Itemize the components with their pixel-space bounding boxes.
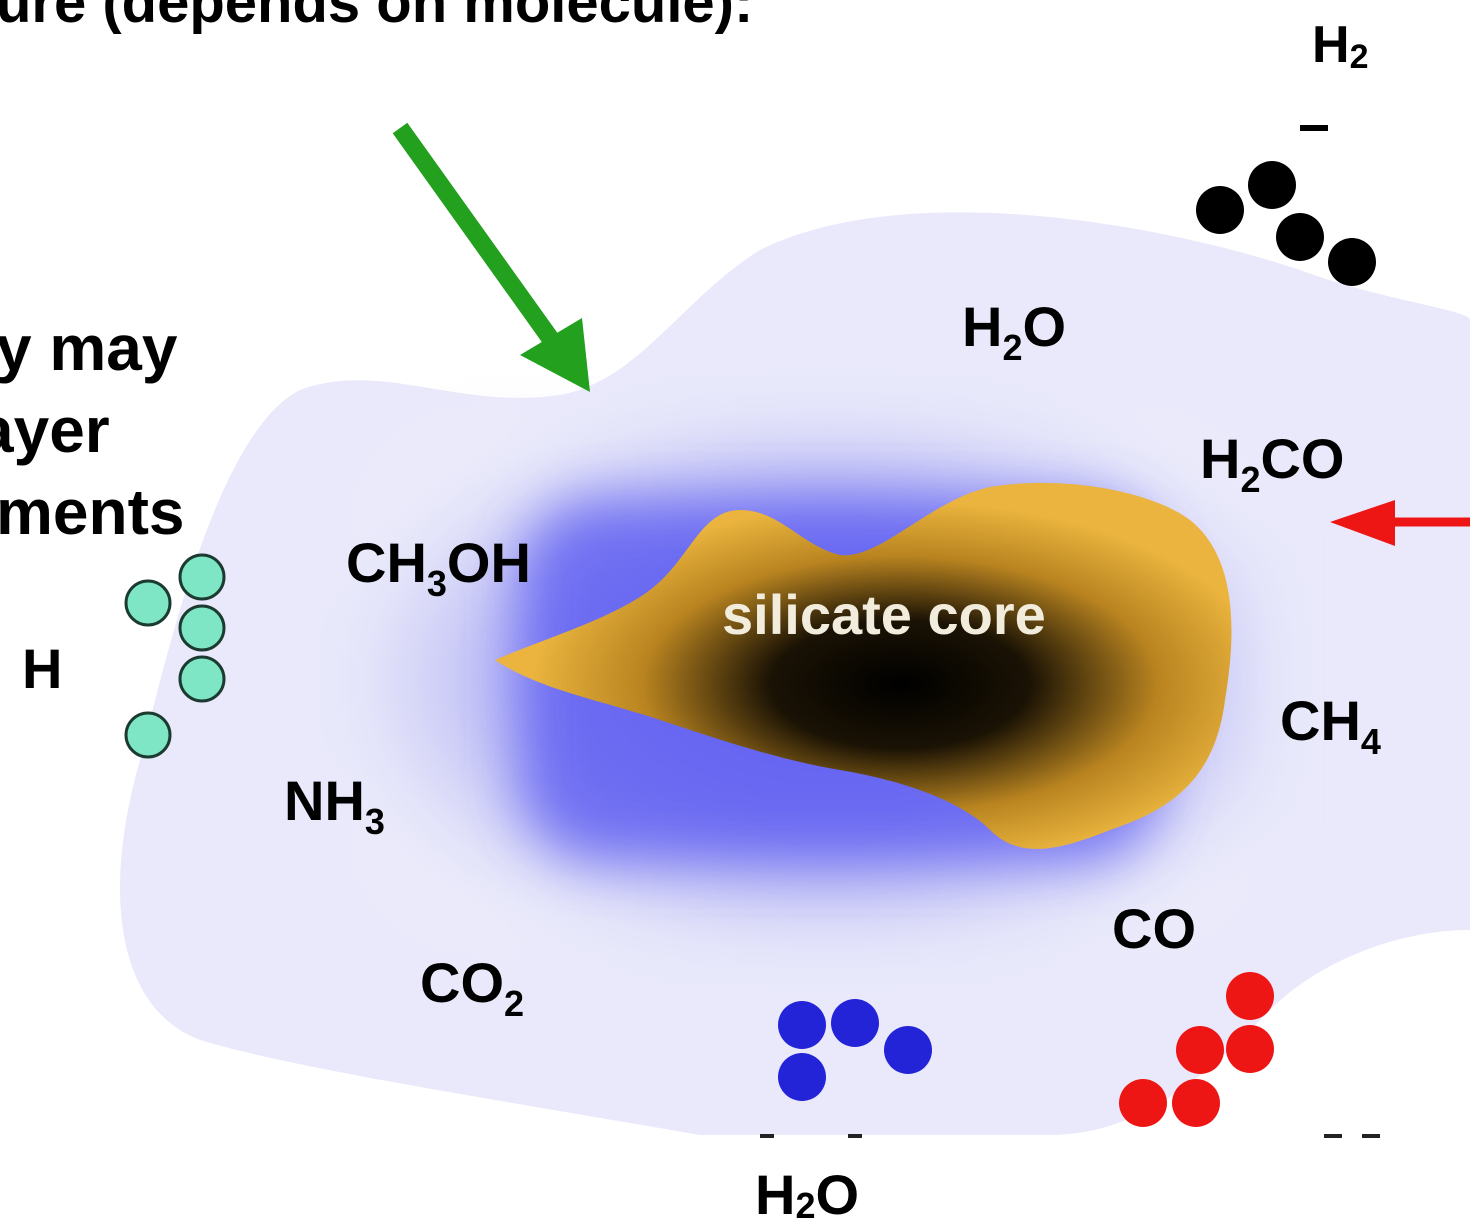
- left-line-3: ments: [0, 476, 185, 548]
- h-atom: [178, 655, 226, 703]
- h-atom: [124, 579, 172, 627]
- core-label: silicate core: [722, 583, 1046, 646]
- cropped-fragments: [760, 1134, 1380, 1138]
- h2-label-sub: 2: [1350, 38, 1369, 76]
- black-atom: [1248, 161, 1296, 209]
- blue-atom: [778, 1053, 826, 1101]
- silicate-core: [495, 482, 1232, 849]
- black-atom: [1276, 213, 1324, 261]
- label-co2: CO2: [420, 951, 524, 1024]
- black-atom: [1328, 238, 1376, 286]
- h2o-bottom-label: H2O: [755, 1163, 859, 1219]
- black-atom-fragment: [1300, 125, 1328, 131]
- red-atoms-cluster: [1119, 972, 1274, 1127]
- blue-atom: [778, 1001, 826, 1049]
- h2-label-base: H: [1312, 16, 1350, 74]
- red-atom: [1226, 972, 1274, 1020]
- top-heading: ure (depends on molecule):: [0, 0, 753, 35]
- blue-atoms-cluster: [778, 999, 932, 1101]
- label-ch4: CH4: [1280, 689, 1381, 762]
- red-atom: [1226, 1025, 1274, 1073]
- left-line-2: ayer: [0, 394, 110, 466]
- h2-label: H2: [1312, 16, 1368, 76]
- green-arrow: [392, 122, 590, 392]
- left-line-1: y may: [0, 312, 178, 384]
- label-h2co: H2CO: [1200, 427, 1344, 500]
- label-nh3: NH3: [284, 769, 385, 842]
- h-atoms-cluster: [124, 553, 226, 759]
- label-h-atom: H: [22, 637, 62, 700]
- black-atoms-cluster: [1196, 125, 1376, 286]
- red-atom: [1172, 1079, 1220, 1127]
- red-atom: [1176, 1026, 1224, 1074]
- label-co: CO: [1112, 897, 1196, 960]
- h-atom: [178, 604, 226, 652]
- blue-atom: [884, 1026, 932, 1074]
- red-arrow: [1330, 500, 1470, 546]
- label-h2o-mantle: H2O: [962, 295, 1066, 368]
- label-ch3oh: CH3OH: [346, 531, 531, 604]
- h-atom: [178, 553, 226, 601]
- ice-grain-figure: silicate core H2O H2CO CH3OH CH4 NH3 CO2: [22, 122, 1470, 1138]
- black-atom: [1196, 186, 1244, 234]
- h-atom: [124, 711, 172, 759]
- blue-atom: [831, 999, 879, 1047]
- red-atom: [1119, 1079, 1167, 1127]
